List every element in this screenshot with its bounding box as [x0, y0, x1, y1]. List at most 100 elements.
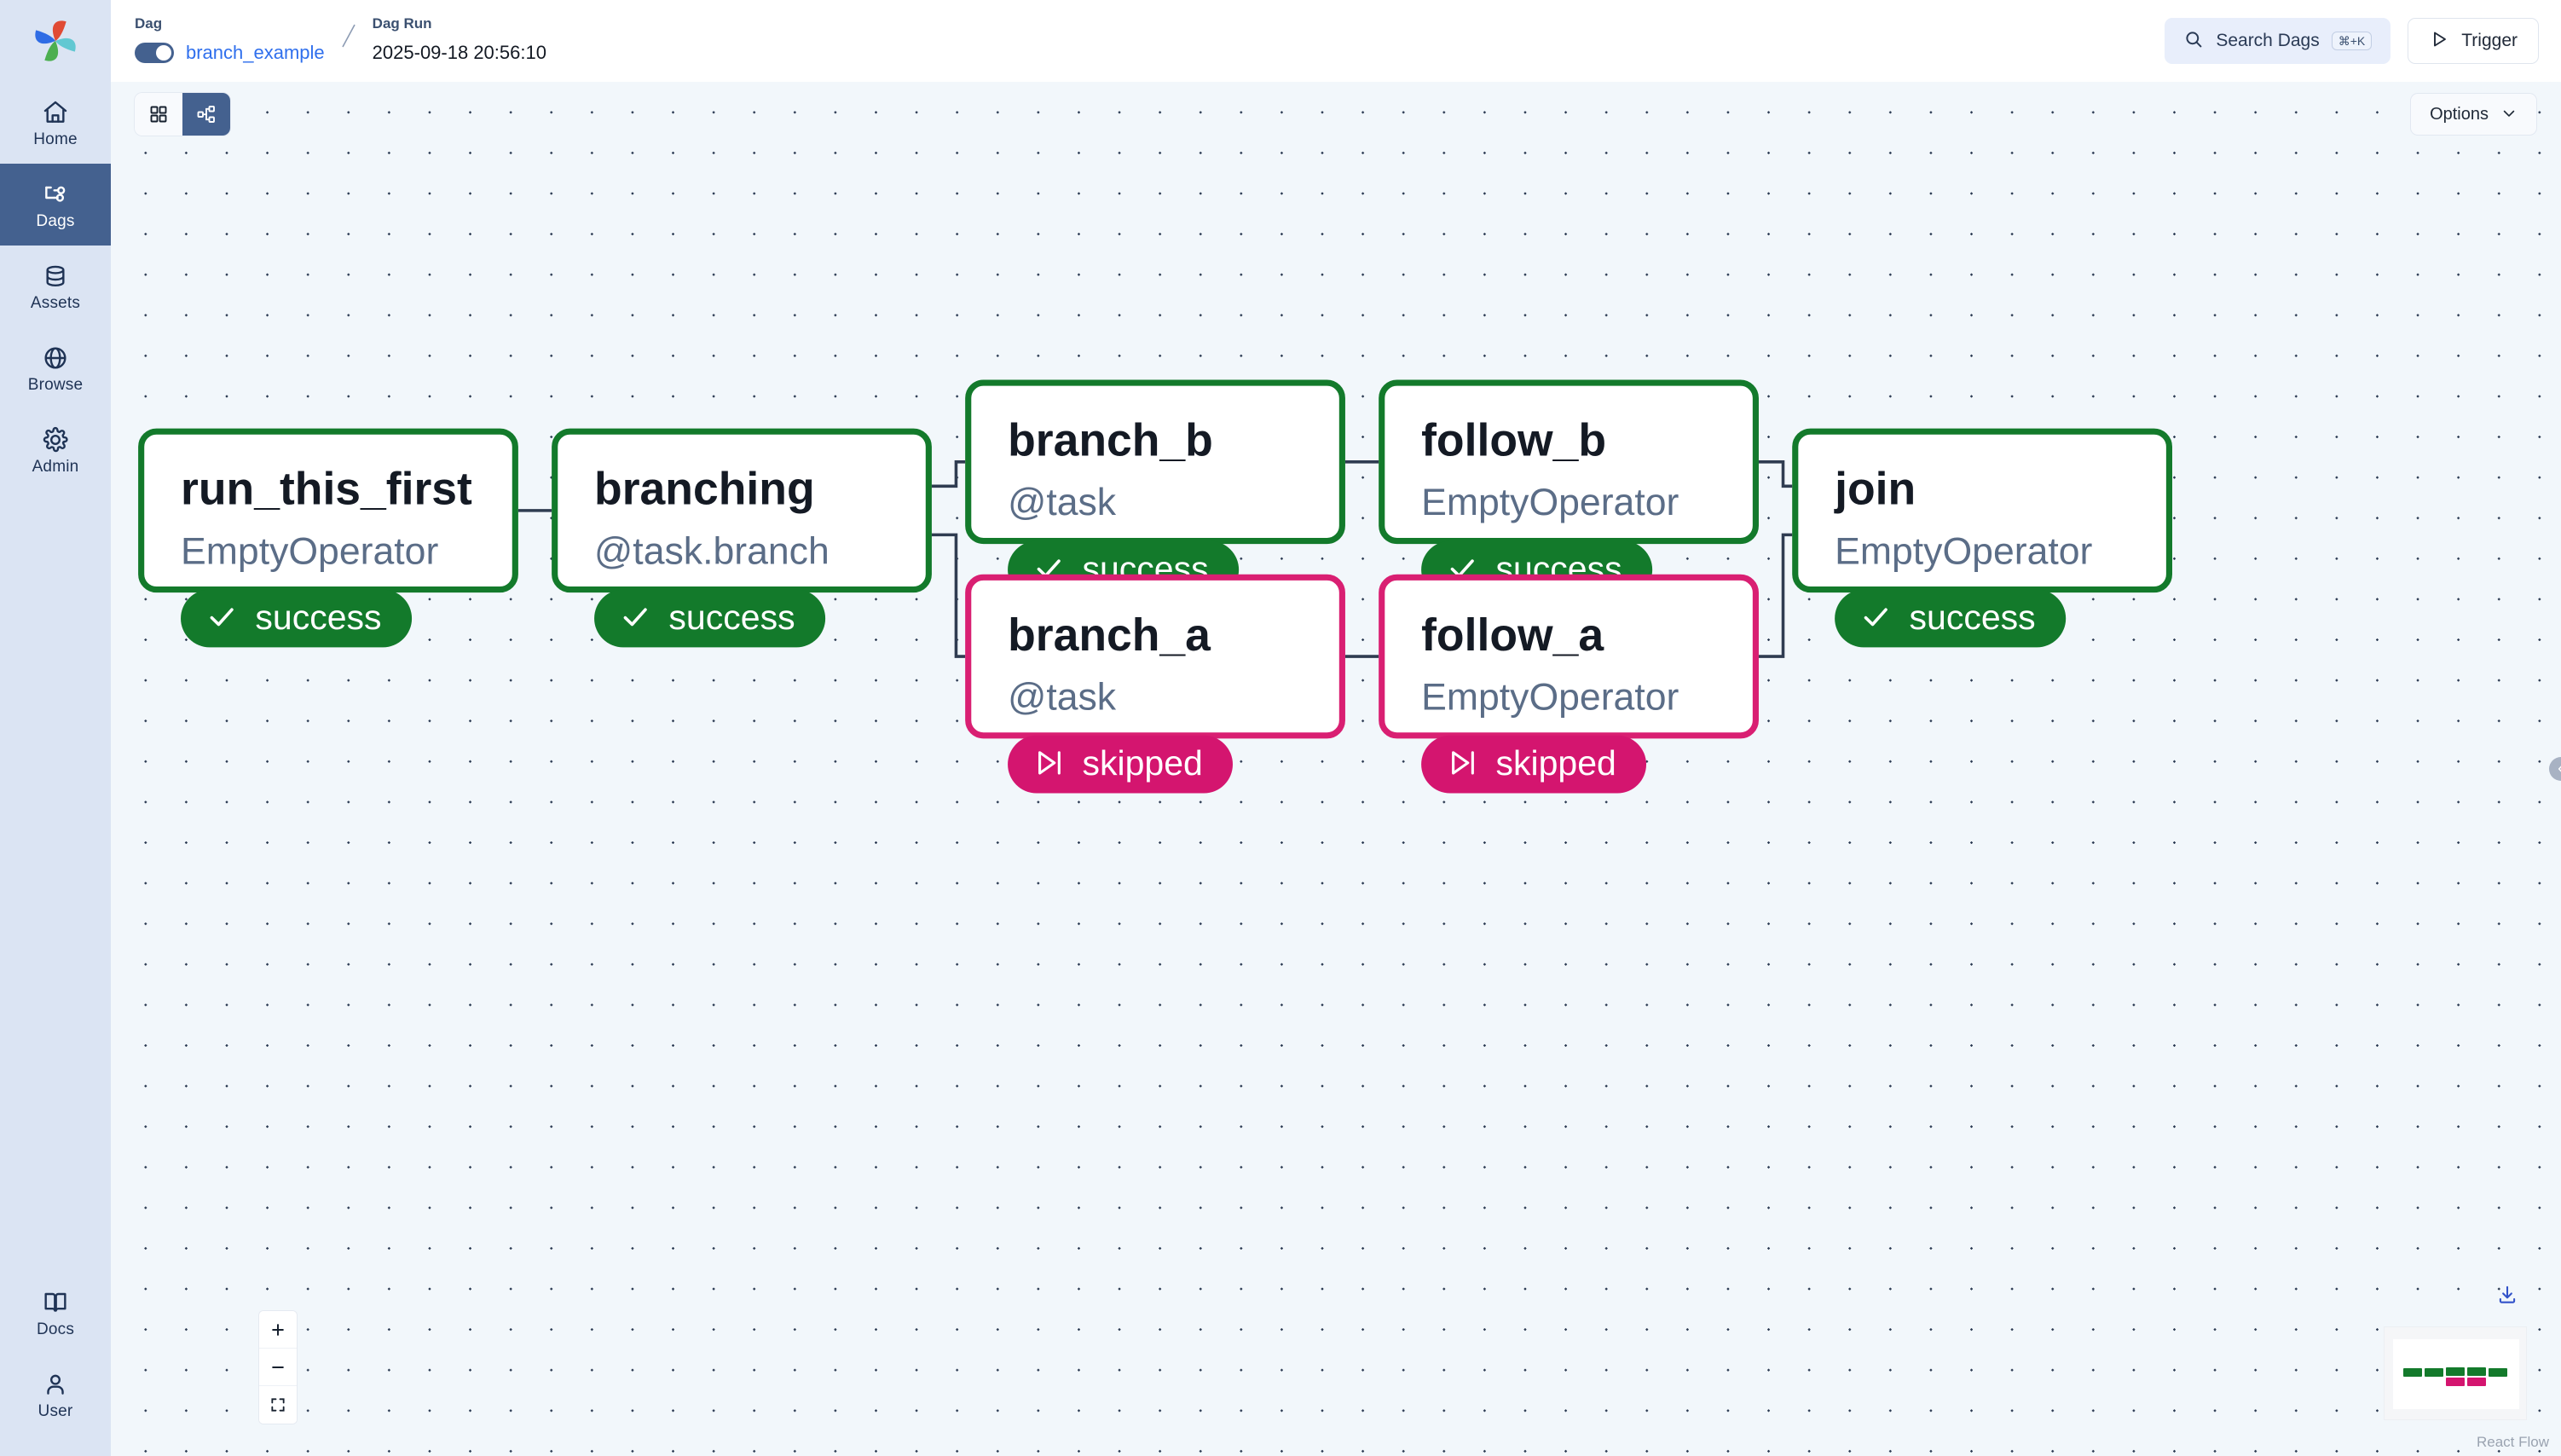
minimap-node — [2446, 1367, 2465, 1376]
trigger-button[interactable]: Trigger — [2408, 18, 2539, 64]
download-graph-button[interactable] — [2493, 1280, 2522, 1309]
check-icon — [619, 601, 652, 634]
sidebar-item-user[interactable]: User — [0, 1354, 111, 1436]
react-flow-attribution[interactable]: React Flow — [2476, 1434, 2549, 1450]
zoom-in-button[interactable] — [259, 1311, 297, 1349]
skip-icon — [1446, 747, 1479, 780]
home-icon — [42, 99, 69, 126]
node-title: branching — [594, 465, 815, 516]
breadcrumb-dag-run: Dag Run 2025-09-18 20:56:10 — [373, 15, 546, 66]
sidebar-item-label: Dags — [36, 211, 75, 230]
airflow-logo[interactable] — [0, 0, 111, 82]
sidebar-bottom-nav: Docs User — [0, 1272, 111, 1436]
sidebar: Home Dags — [0, 0, 111, 1456]
dag-run-value: 2025-09-18 20:56:10 — [372, 41, 546, 63]
dag-icon — [42, 181, 69, 208]
node-status-badge: success — [1835, 589, 2067, 647]
breadcrumb-separator-icon — [325, 15, 373, 56]
minimap-node — [2467, 1378, 2486, 1386]
gear-icon — [42, 426, 69, 454]
node-status-label: success — [668, 597, 795, 637]
chevron-down-icon — [2500, 105, 2518, 124]
sidebar-item-admin[interactable]: Admin — [0, 409, 111, 491]
search-shortcut-badge: ⌘+K — [2331, 32, 2373, 50]
node-title: branch_a — [1008, 610, 1211, 662]
sidebar-item-docs[interactable]: Docs — [0, 1272, 111, 1354]
sidebar-item-label: Home — [33, 130, 78, 148]
node-status-badge: skipped — [1008, 735, 1234, 794]
graph-node-branch_a[interactable]: branch_a @task skipped — [965, 574, 1345, 794]
check-icon — [205, 601, 239, 634]
node-operator: EmptyOperator — [1835, 530, 2093, 573]
dag-run-label: Dag Run — [372, 15, 432, 32]
node-status-badge: success — [594, 589, 826, 647]
node-status-badge: success — [181, 589, 413, 647]
node-operator: EmptyOperator — [1421, 676, 1679, 719]
sidebar-item-label: User — [38, 1401, 73, 1420]
dag-pause-toggle[interactable] — [135, 42, 174, 63]
graph-minimap[interactable] — [2384, 1326, 2527, 1420]
play-icon — [2429, 29, 2449, 54]
graph-toolbar: Options — [111, 82, 2561, 147]
globe-icon — [42, 344, 69, 372]
node-operator: @task.branch — [594, 530, 830, 573]
node-status-label: success — [255, 597, 382, 637]
breadcrumb: Dag branch_example Dag Run 2025-09-18 20… — [135, 15, 546, 66]
fit-view-button[interactable] — [259, 1386, 297, 1424]
dag-label: Dag — [135, 15, 163, 32]
search-icon — [2183, 29, 2204, 54]
dag-name-link[interactable]: branch_example — [186, 41, 325, 63]
main-area: Dag branch_example Dag Run 2025-09-18 20… — [111, 0, 2561, 1456]
minimap-node — [2403, 1368, 2422, 1377]
node-title: follow_b — [1421, 416, 1607, 467]
tab-graph-view[interactable] — [182, 93, 230, 136]
breadcrumb-dag: Dag branch_example — [135, 15, 325, 66]
node-title: join — [1835, 465, 1916, 516]
zoom-controls — [259, 1311, 297, 1424]
sidebar-item-home[interactable]: Home — [0, 82, 111, 164]
trigger-label: Trigger — [2461, 31, 2518, 50]
node-status-label: skipped — [1495, 742, 1616, 783]
node-status-label: success — [1909, 597, 2036, 637]
sidebar-item-dags[interactable]: Dags — [0, 164, 111, 246]
node-title: run_this_first — [181, 465, 472, 516]
sidebar-item-label: Browse — [27, 375, 84, 394]
graph-node-branching[interactable]: branching @task.branch success — [552, 428, 932, 647]
header-actions: Search Dags ⌘+K Trigger — [2165, 18, 2539, 64]
minimap-node — [2425, 1368, 2443, 1377]
node-title: branch_b — [1008, 416, 1213, 467]
tab-grid-view[interactable] — [135, 93, 182, 136]
zoom-out-button[interactable] — [259, 1349, 297, 1386]
node-status-badge: skipped — [1421, 735, 1647, 794]
node-operator: EmptyOperator — [1421, 481, 1679, 524]
node-operator: @task — [1008, 481, 1117, 524]
minimap-node — [2446, 1378, 2465, 1386]
user-icon — [42, 1371, 69, 1398]
minimap-viewport — [2393, 1339, 2519, 1409]
minimap-node — [2489, 1368, 2507, 1377]
view-toggle-group — [135, 93, 230, 136]
sidebar-item-assets[interactable]: Assets — [0, 246, 111, 327]
sidebar-item-browse[interactable]: Browse — [0, 327, 111, 409]
options-button[interactable]: Options — [2410, 93, 2537, 136]
skip-icon — [1032, 747, 1066, 780]
options-label: Options — [2430, 104, 2489, 124]
search-dags-label: Search Dags — [2216, 31, 2320, 50]
check-icon — [1859, 601, 1893, 634]
panel-collapse-handle[interactable] — [2549, 757, 2561, 781]
node-operator: @task — [1008, 676, 1117, 719]
node-operator: EmptyOperator — [181, 530, 439, 573]
database-icon — [42, 263, 69, 290]
search-dags-button[interactable]: Search Dags ⌘+K — [2165, 18, 2391, 64]
sidebar-item-label: Assets — [30, 293, 81, 312]
node-title: follow_a — [1421, 610, 1604, 662]
sidebar-item-label: Docs — [36, 1320, 75, 1338]
